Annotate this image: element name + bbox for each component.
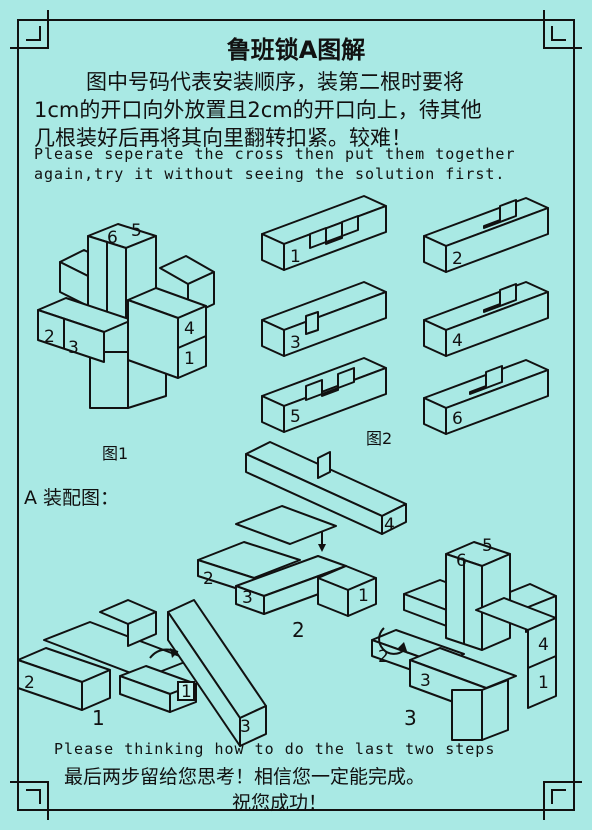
- figure2-piece-4: 4: [423, 281, 549, 357]
- figure2-label-2: 2: [452, 249, 463, 269]
- step1-label-2: 2: [24, 673, 35, 693]
- figure2-piece-5: 5: [261, 357, 387, 433]
- step1-label-1: 1: [181, 682, 192, 702]
- figure1-label-6: 6: [107, 228, 118, 248]
- assembly-heading: A 装配图：: [24, 487, 120, 509]
- page-title: 鲁班锁A图解: [226, 36, 366, 64]
- step-2-number: 2: [292, 618, 305, 642]
- step3-label-4: 4: [538, 635, 549, 655]
- figure1-label-4: 4: [184, 319, 195, 339]
- figure2-label-1: 1: [290, 247, 301, 267]
- figure1-label-1: 1: [184, 349, 195, 369]
- step3-label-5: 5: [482, 536, 493, 556]
- step3-label-1: 1: [538, 673, 549, 693]
- figure1-label-5: 5: [131, 221, 142, 241]
- figure2-label-4: 4: [452, 331, 463, 351]
- figure2-piece-6: 6: [423, 359, 549, 435]
- instruction-cn-line-3: 几根装好后再将其向里翻转扣紧。较难！: [34, 126, 412, 150]
- figure2-caption: 图2: [366, 429, 393, 448]
- instruction-en-line-2: again,try it without seeing the solution…: [34, 165, 506, 183]
- figure1-caption: 图1: [102, 444, 129, 463]
- step2-label-2: 2: [203, 569, 214, 589]
- step3-label-6: 6: [456, 551, 467, 571]
- assembly-step-2-drawing: 2 3 1 4: [197, 441, 407, 617]
- step2-label-3: 3: [242, 588, 253, 608]
- step3-label-3: 3: [420, 671, 431, 691]
- footer-en: Please thinking how to do the last two s…: [54, 740, 496, 758]
- instruction-cn-line-2: 1cm的开口向外放置且2cm的开口向上，待其他: [34, 98, 482, 122]
- instruction-cn-line-1: 图中号码代表安装顺序，装第二根时要将: [86, 70, 464, 94]
- figure2-label-6: 6: [452, 409, 463, 429]
- figure2-piece-1: 1: [261, 195, 387, 271]
- instruction-en-line-1: Please seperate the cross then put them …: [34, 145, 516, 163]
- figure2-label-5: 5: [290, 407, 301, 427]
- figure2-pieces: 1 2 3: [261, 195, 549, 435]
- footer-cn-line-1: 最后两步留给您思考！相信您一定能完成。: [64, 766, 426, 788]
- step2-label-4: 4: [384, 515, 395, 535]
- step-3-number: 3: [404, 706, 417, 730]
- step2-label-1: 1: [358, 586, 369, 606]
- figure2-piece-2: 2: [423, 197, 549, 273]
- figure1-assembled-puzzle: 6 5 2 3 4 1: [37, 221, 215, 409]
- assembly-step-1-drawing: 2 1 3: [17, 599, 267, 747]
- figure1-label-2: 2: [44, 327, 55, 347]
- step1-label-3: 3: [240, 717, 251, 737]
- figure2-label-3: 3: [290, 333, 301, 353]
- figure1-label-3: 3: [68, 338, 79, 358]
- assembly-step-3-drawing: 6 5 2 3 4 1: [371, 536, 557, 741]
- step-1-number: 1: [92, 706, 105, 730]
- figure2-piece-3: 3: [261, 281, 387, 357]
- step3-label-2: 2: [378, 647, 389, 667]
- footer-cn-line-2: 祝您成功！: [232, 792, 328, 814]
